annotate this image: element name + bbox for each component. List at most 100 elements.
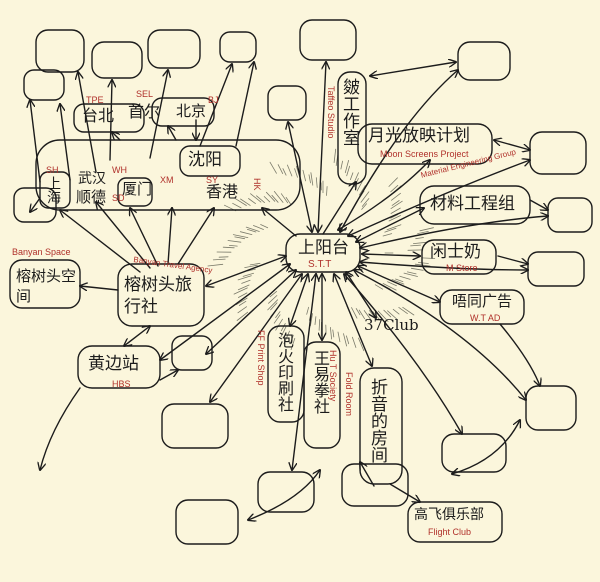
arrow (210, 274, 302, 402)
ray-dash (260, 224, 269, 229)
arrow (78, 72, 97, 173)
arrow (248, 470, 320, 520)
ray-dash (277, 164, 284, 175)
banyan-space-label: 榕树头空间 (16, 267, 77, 305)
city-wuhan: 武汉 (78, 171, 106, 187)
empty-box (341, 463, 409, 507)
city-beijing: 北京 (176, 102, 207, 120)
arrow (288, 122, 312, 232)
ray-dash (410, 244, 422, 247)
center-label: 上阳台 (298, 238, 349, 258)
city-taibei-en: TPE (86, 95, 104, 105)
arrow (344, 274, 462, 434)
ray-dash (240, 198, 251, 206)
ff-label: 泡火印刷社 (275, 332, 294, 412)
ray-dash (265, 191, 276, 202)
ray-dash (391, 200, 400, 206)
empty-box (441, 433, 507, 473)
arrow (110, 80, 112, 161)
ray-dash (282, 168, 287, 176)
arrow (80, 286, 119, 290)
ray-dash (417, 262, 429, 264)
mstore-label: 闲士奶 (430, 242, 481, 262)
arrow (318, 62, 326, 232)
ray-dash (275, 311, 281, 319)
ray-dash (294, 168, 298, 178)
empty-box (13, 187, 57, 223)
empty-box (547, 197, 593, 233)
ray-dash (415, 237, 424, 240)
city-shenyang-en: SY (206, 175, 219, 185)
moon-en: Moon Screens Project (380, 149, 469, 159)
ray-dash (237, 306, 248, 314)
ff-en: FF Print Shop (256, 330, 266, 386)
arrow (168, 208, 172, 265)
banyan-space-en: Banyan Space (12, 247, 71, 257)
ray-dash (315, 177, 318, 188)
city-taibei: 台北 (82, 106, 115, 125)
ray-dash (232, 234, 249, 239)
ray-dash (267, 299, 279, 311)
city-shunde: 顺德 (76, 188, 107, 206)
arrow (529, 199, 548, 210)
ray-dash (227, 240, 242, 243)
arrow (362, 254, 420, 256)
city-shunde-en: SD (112, 193, 125, 203)
arrow (452, 420, 520, 474)
city-shanghai-en: SH (46, 165, 59, 175)
ray-dash (355, 308, 361, 316)
arrow (360, 262, 528, 270)
arrow (322, 182, 356, 235)
ray-dash (349, 172, 354, 181)
ray-dash (242, 272, 255, 277)
arrow (159, 370, 178, 381)
ray-dash (340, 160, 344, 170)
ray-dash (234, 236, 246, 240)
hbs-outline (77, 345, 161, 389)
wtad-en: W.T AD (470, 313, 501, 323)
ray-dash (237, 284, 250, 291)
ray-dash (388, 177, 398, 187)
empty-box (35, 29, 85, 73)
ray-dash (271, 194, 279, 203)
ray-dash (332, 329, 335, 338)
city-xiamen: 厦门 (122, 180, 153, 198)
city-xiamen-en: XM (160, 175, 174, 185)
ray-dash (275, 318, 283, 331)
empty-box (91, 41, 143, 79)
wtad-label: 唔同广告 (452, 292, 513, 310)
arrow (177, 208, 214, 265)
arrow (112, 132, 121, 141)
arrow (149, 70, 168, 159)
arrow (60, 210, 141, 273)
city-shoudu: 首尔 (128, 102, 161, 121)
city-shanghai: 上海 (45, 176, 61, 204)
empty-box (257, 471, 315, 513)
arrow (262, 208, 297, 237)
city-beijing-en: BJ (208, 95, 219, 105)
ray-dash (318, 319, 321, 331)
huaiyi-label: 皴工作室 (339, 78, 359, 146)
arrow (235, 62, 254, 147)
empty-box (527, 251, 585, 287)
ray-dash (250, 193, 262, 203)
ray-dash (412, 241, 427, 245)
ray-dash (232, 202, 242, 209)
ray-dash (329, 326, 333, 340)
flight-en: Flight Club (428, 527, 472, 537)
mstore-en: M Store (446, 263, 478, 273)
club37-label: 37Club (364, 316, 419, 334)
ray-dash (241, 279, 251, 284)
empty-box (219, 31, 257, 63)
city-box-outline (39, 171, 71, 209)
arrow (199, 64, 232, 147)
ray-dash (410, 267, 424, 271)
ray-dash (314, 316, 317, 326)
ray-dash (406, 271, 417, 275)
ray-dash (306, 306, 310, 315)
ray-dash (343, 333, 348, 347)
arrow (60, 104, 71, 181)
city-hongkong: 香港 (206, 182, 239, 201)
arrow (292, 274, 316, 470)
